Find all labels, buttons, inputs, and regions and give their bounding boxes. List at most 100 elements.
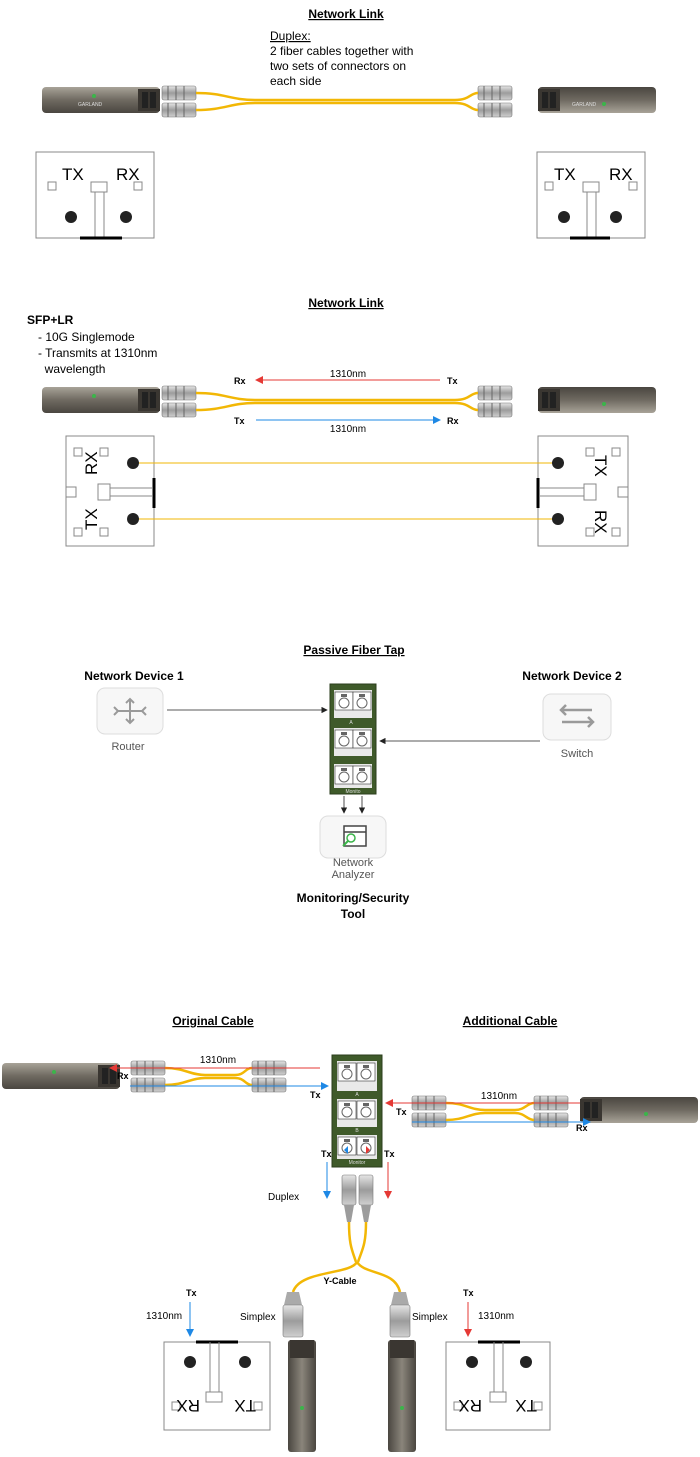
section-3-passive-tap: Passive Fiber Tap Network Device 1 Netwo…	[84, 643, 622, 921]
additional-rx-label: Rx	[576, 1123, 588, 1133]
analyzer-label-1: Network	[333, 857, 374, 869]
bl-port-tx: TX	[234, 1396, 256, 1415]
sfp-module-vertical-right	[388, 1340, 416, 1452]
original-fiber-bottom	[164, 1076, 253, 1087]
connector-pair-left-2	[161, 385, 197, 418]
simplex-connector-right	[389, 1292, 411, 1338]
bullet-2: - Transmits at 1310nm	[38, 346, 157, 360]
switch-device[interactable]: Switch	[542, 693, 612, 760]
additional-fiber-top	[445, 1101, 535, 1112]
tap-tx-left-label: Tx	[321, 1149, 332, 1159]
br-tx-label: Tx	[463, 1288, 474, 1298]
ycable-stem-b	[356, 1221, 368, 1263]
sfp-module-additional	[580, 1097, 698, 1123]
tap2-port-a: A	[355, 1092, 359, 1098]
port-right-tx-2: TX	[591, 455, 610, 477]
analyzer-label-2: Analyzer	[332, 869, 375, 881]
tap-tx-right-label: Tx	[384, 1149, 395, 1159]
router-device[interactable]: Router	[96, 687, 164, 753]
analyzer-icon	[342, 825, 367, 847]
section-4-tap-cabling: Original Cable Additional Cable 1310nm R…	[2, 1014, 698, 1452]
duplex-line-3: each side	[270, 74, 322, 88]
fiber-cable-bottom-2	[195, 401, 479, 412]
sfp-module-right	[538, 87, 656, 113]
original-cable-title: Original Cable	[172, 1014, 254, 1028]
ycable-label: Y-Cable	[323, 1276, 356, 1286]
top-arrow-tx: Tx	[447, 376, 458, 386]
fiber-cable-top-2	[195, 391, 479, 402]
original-fiber-top	[164, 1066, 253, 1077]
duplex-connector	[341, 1174, 374, 1222]
router-label: Router	[111, 741, 144, 753]
tap-port-a-label: A	[349, 720, 353, 726]
simplex-left-label: Simplex	[240, 1312, 276, 1323]
connector-pair-left	[161, 85, 197, 118]
additional-fiber-bottom	[445, 1111, 535, 1122]
original-rx-label: Rx	[117, 1071, 129, 1081]
port-diagram-right-rotated: TX RX	[536, 435, 629, 547]
connector-pair-right	[477, 85, 513, 118]
bottom-arrow-rx: Rx	[447, 416, 459, 426]
passive-fiber-tap[interactable]: A Monito	[329, 683, 377, 795]
port-diagram-right: TX RX	[536, 151, 646, 240]
port-right-rx-2: RX	[591, 510, 610, 534]
ycable-branch-left	[291, 1261, 359, 1293]
port-left-rx: RX	[116, 165, 140, 184]
sfp-module-vertical-left	[288, 1340, 316, 1452]
switch-icon	[559, 704, 595, 728]
br-port-rx: RX	[458, 1396, 482, 1415]
tool-label-1: Monitoring/Security	[297, 891, 410, 905]
device2-title: Network Device 2	[522, 669, 622, 683]
duplex-heading: Duplex:	[270, 29, 311, 43]
br-wavelength: 1310nm	[478, 1311, 514, 1322]
original-wavelength: 1310nm	[200, 1055, 236, 1066]
port-diagram-left: TX RX	[35, 151, 155, 240]
bottom-arrow-label: 1310nm	[330, 424, 366, 435]
top-arrow-rx: Rx	[234, 376, 246, 386]
router-icon	[113, 697, 147, 725]
switch-label: Switch	[561, 748, 593, 760]
sfp-module-original	[2, 1063, 120, 1089]
passive-fiber-tap-2[interactable]: A B Monitor	[331, 1054, 383, 1168]
section-1-network-link: Network Link Duplex: 2 fiber cables toge…	[35, 7, 656, 240]
sfp-module-left-2	[42, 387, 160, 413]
tap2-port-b: B	[355, 1128, 359, 1134]
duplex-line-2: two sets of connectors on	[270, 59, 406, 73]
ycable-branch-right	[355, 1261, 402, 1293]
connector-pair-original-right	[251, 1060, 287, 1093]
port-diagram-bottom-left: RX TX	[163, 1340, 271, 1431]
section-2-network-link: Network Link SFP+LR - 10G Singlemode - T…	[27, 296, 656, 547]
fiber-cable-bottom	[195, 101, 479, 112]
port-diagram-bottom-right: RX TX	[445, 1340, 551, 1431]
sfp-brand-right: GARLAND	[572, 102, 597, 108]
additional-cable-title: Additional Cable	[463, 1014, 558, 1028]
module-name: SFP+LR	[27, 313, 74, 327]
sfp-brand-left: GARLAND	[78, 102, 103, 108]
port-right-tx: TX	[554, 165, 576, 184]
original-tx-label: Tx	[310, 1090, 321, 1100]
section1-title: Network Link	[308, 7, 384, 21]
port-diagram-left-rotated: RX TX	[65, 435, 156, 547]
ycable-stem-a	[347, 1221, 358, 1263]
network-analyzer-device[interactable]: Network Analyzer	[319, 815, 387, 881]
sfp-module-right-2	[538, 387, 656, 413]
bl-port-rx: RX	[176, 1396, 200, 1415]
bl-tx-label: Tx	[186, 1288, 197, 1298]
additional-wavelength: 1310nm	[481, 1091, 517, 1102]
duplex-line-1: 2 fiber cables together with	[270, 44, 413, 58]
top-arrow-label: 1310nm	[330, 369, 366, 380]
bl-wavelength: 1310nm	[146, 1311, 182, 1322]
bottom-arrow-tx: Tx	[234, 416, 245, 426]
bullet-3: wavelength	[38, 362, 105, 376]
port-right-rx: RX	[609, 165, 633, 184]
connector-pair-right-2	[477, 385, 513, 418]
section3-title: Passive Fiber Tap	[303, 643, 404, 657]
device1-title: Network Device 1	[84, 669, 184, 683]
port-left-tx-2: TX	[82, 508, 101, 530]
tool-label-2: Tool	[341, 907, 365, 921]
tap2-monitor: Monitor	[349, 1160, 366, 1166]
connector-pair-original-left	[130, 1060, 166, 1093]
sfp-module-left	[42, 87, 160, 113]
tap-monitor-label: Monito	[345, 789, 360, 795]
